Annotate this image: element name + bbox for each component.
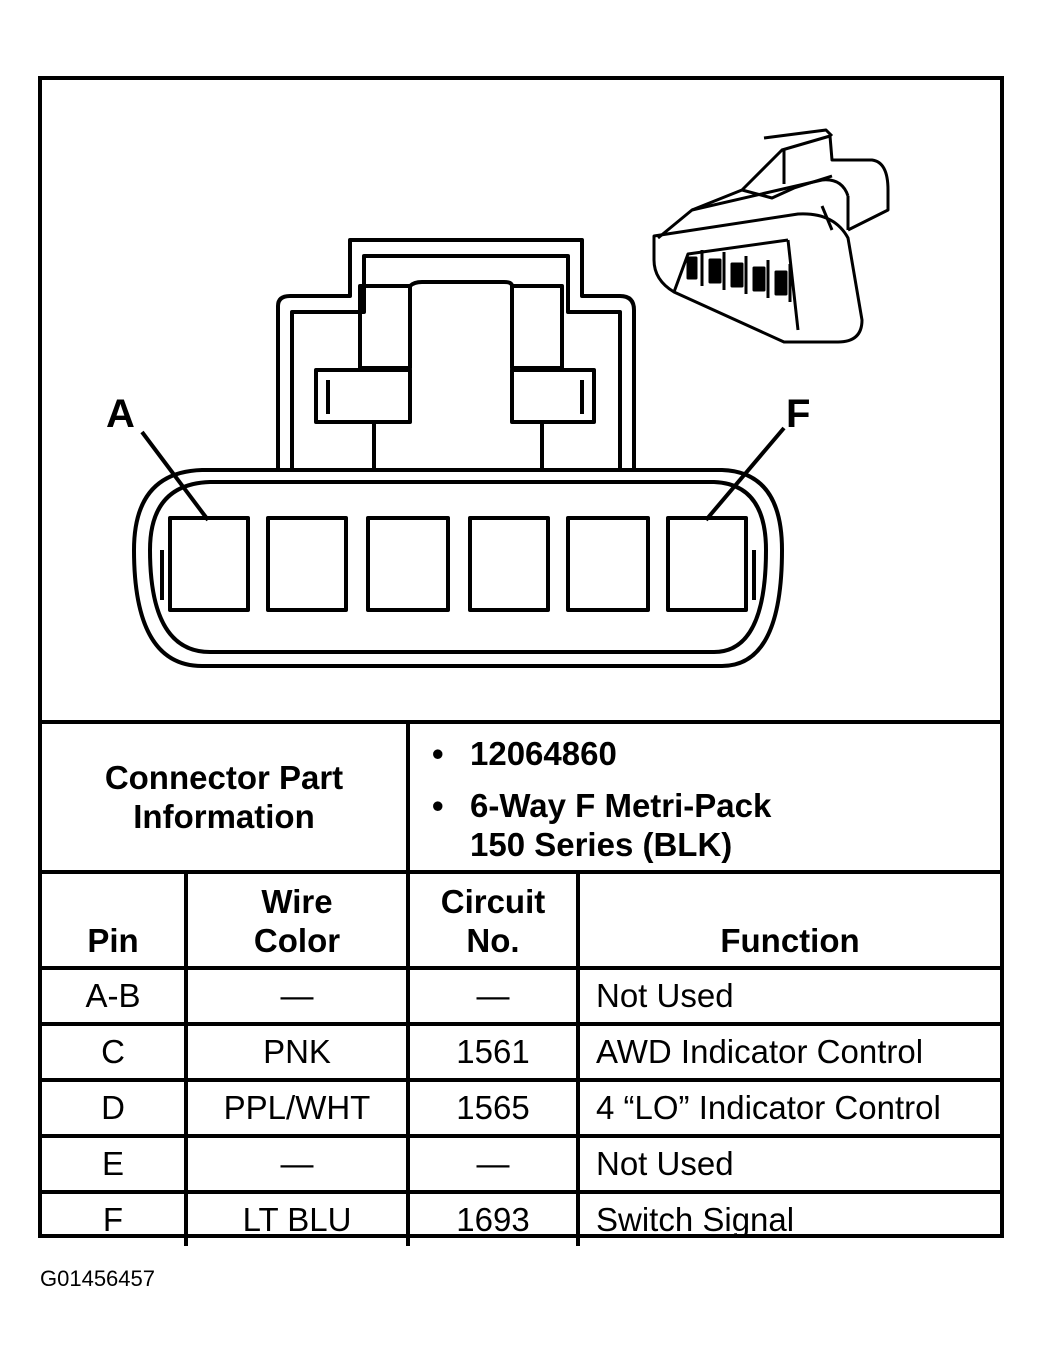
table-row: D PPL/WHT 1565 4 “LO” Indicator Control (42, 1078, 1000, 1138)
lock-latch (358, 284, 412, 370)
cell-pin: E (42, 1134, 188, 1194)
connector-part-info: Connector Part Information • 12064860 • … (42, 720, 1000, 870)
lock-stem (372, 422, 544, 472)
cell-wire-color: PNK (184, 1022, 410, 1082)
table-row: E — — Not Used (42, 1134, 1000, 1194)
bullet-icon: • (432, 787, 444, 824)
description-line1: 6-Way F Metri-Pack (470, 787, 772, 824)
cell-pin: F (42, 1190, 188, 1246)
connector-face-drawing (132, 128, 890, 668)
terminal-cavity (366, 516, 450, 612)
part-number: 12064860 (470, 735, 617, 772)
cell-wire-color: PPL/WHT (184, 1078, 410, 1138)
lock-tab-outline (276, 238, 636, 472)
cell-pin: C (42, 1022, 188, 1082)
terminal-cavity (566, 516, 650, 612)
terminal-cavity (468, 516, 550, 612)
cell-wire-color: — (184, 966, 410, 1026)
connector-body-outer (132, 468, 784, 668)
cell-function: 4 “LO” Indicator Control (576, 1078, 1000, 1138)
cell-function: Switch Signal (576, 1190, 1000, 1246)
pin-a-label: A (106, 392, 135, 436)
cell-function: Not Used (576, 966, 1000, 1026)
diagram-frame: A F Connector Part Information • 1206486… (38, 76, 1004, 1246)
header-function: Function (576, 870, 1000, 970)
cell-circuit: 1693 (406, 1190, 580, 1246)
connector-perspective-view (652, 128, 890, 344)
part-number-item: • 12064860 (432, 734, 1000, 773)
terminal-cavity (266, 516, 348, 612)
connector-info-label-line2: Information (133, 798, 315, 835)
description-line2: 150 Series (BLK) (470, 826, 733, 863)
table-row: C PNK 1561 AWD Indicator Control (42, 1022, 1000, 1082)
lock-ramp (314, 368, 412, 424)
pin-a-leader (140, 430, 210, 522)
table-row: F LT BLU 1693 Switch Signal (42, 1190, 1000, 1246)
lock-bridge (408, 280, 514, 288)
cell-circuit: — (406, 966, 580, 1026)
cell-pin: A-B (42, 966, 188, 1026)
bullet-icon: • (432, 735, 444, 772)
lock-tab-inner (290, 254, 622, 472)
cell-function: AWD Indicator Control (576, 1022, 1000, 1082)
terminal-cavity (168, 516, 250, 612)
cell-pin: D (42, 1078, 188, 1138)
connector-info-label-line1: Connector Part (104, 759, 344, 796)
pin-f-label: F (786, 392, 811, 436)
terminal-cavity (666, 516, 748, 612)
pin-f-leader (704, 426, 786, 522)
connector-info-label: Connector Part Information (42, 724, 410, 870)
description-item: • 6-Way F Metri-Pack 150 Series (BLK) (432, 786, 1000, 864)
cell-circuit: — (406, 1134, 580, 1194)
cell-circuit: 1561 (406, 1022, 580, 1082)
lock-latch (510, 284, 564, 370)
figure-id: G01456457 (40, 1266, 155, 1291)
header-pin: Pin (42, 870, 188, 970)
cell-wire-color: — (184, 1134, 410, 1194)
connector-body-inner (148, 480, 768, 654)
cell-circuit: 1565 (406, 1078, 580, 1138)
cell-function: Not Used (576, 1134, 1000, 1194)
connector-body-edge (160, 550, 756, 600)
lock-ramp (510, 368, 596, 424)
connector-info-values: • 12064860 • 6-Way F Metri-Pack 150 Seri… (410, 724, 1000, 870)
cell-wire-color: LT BLU (184, 1190, 410, 1246)
table-row: A-B — — Not Used (42, 966, 1000, 1026)
